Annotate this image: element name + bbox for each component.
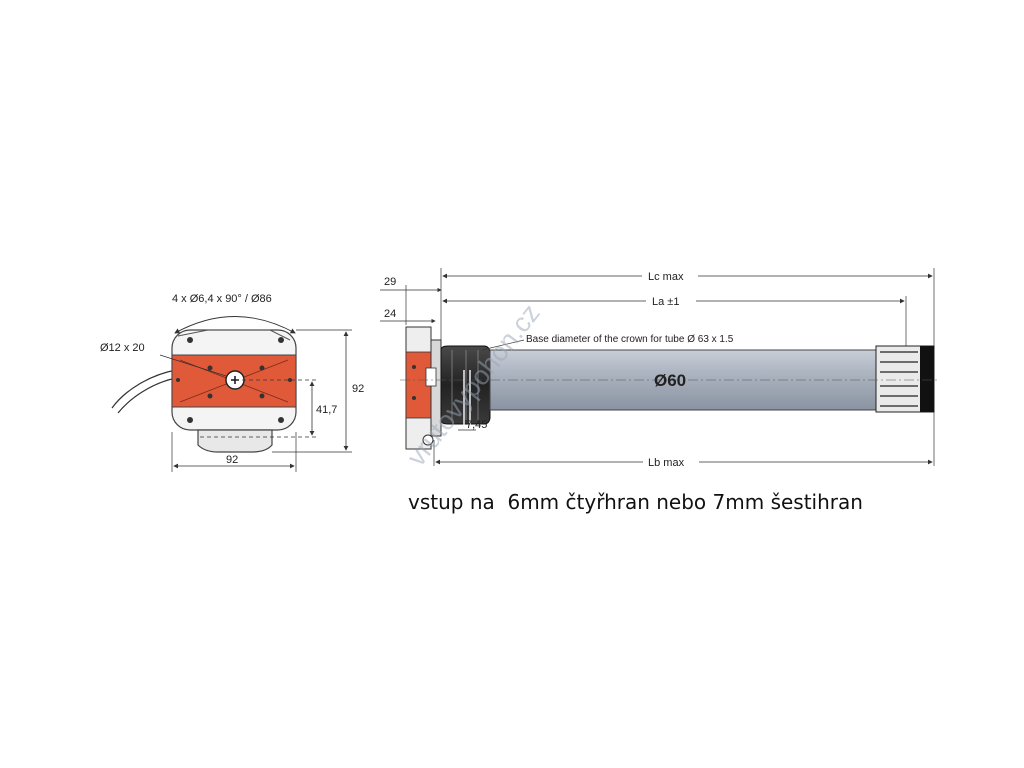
mounting-holes xyxy=(176,337,292,423)
label-height-92: 92 xyxy=(352,383,364,395)
label-offset: 41,7 xyxy=(316,404,337,416)
front-view: 4 x Ø6,4 x 90° / Ø86 Ø12 x 20 92 41,7 92 xyxy=(100,293,364,472)
label-745: 7,45 xyxy=(466,419,487,431)
caption-text: vstup na 6mm čtyřhran nebo 7mm šestihran xyxy=(408,490,863,514)
label-lb-max: Lb max xyxy=(648,457,685,469)
motor-collar xyxy=(197,429,273,453)
label-la: La ±1 xyxy=(652,296,679,308)
tube xyxy=(489,349,879,411)
label-crown-note: Base diameter of the crown for tube Ø 63… xyxy=(526,334,734,345)
label-diameter-60: Ø60 xyxy=(654,371,686,390)
plate-hole xyxy=(422,434,434,446)
label-width-92: 92 xyxy=(226,454,238,466)
label-holes: 4 x Ø6,4 x 90° / Ø86 xyxy=(172,293,272,305)
label-29: 29 xyxy=(384,276,396,288)
side-view: 29 24 Lc max La ±1 Lb max Base diameter … xyxy=(380,268,940,469)
label-24: 24 xyxy=(384,308,396,320)
label-lc-max: Lc max xyxy=(648,271,684,283)
cable xyxy=(111,369,177,409)
label-shaft: Ø12 x 20 xyxy=(100,342,145,354)
